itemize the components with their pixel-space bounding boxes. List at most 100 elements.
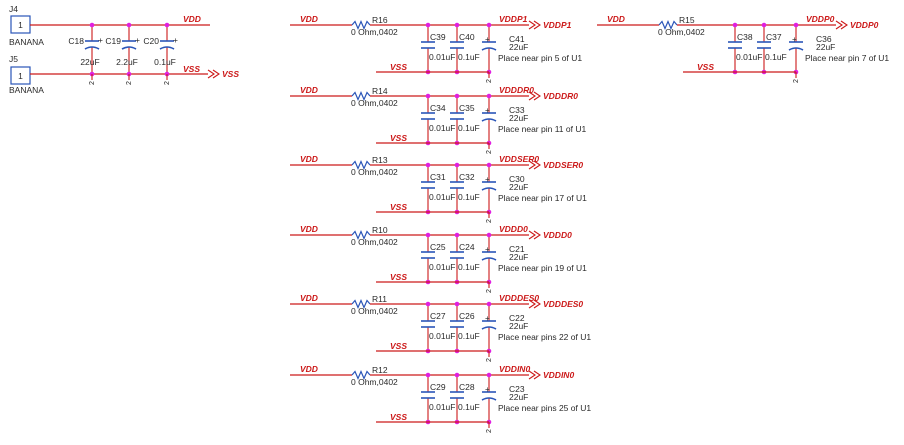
- filter-d0-res-value: 0 Ohm,0402: [351, 237, 398, 247]
- filter-r0-res-value: 0 Ohm,0402: [351, 98, 398, 108]
- filter-ser0-port-label: VDDSER0: [543, 160, 583, 170]
- filter-ser0-port-arrow-icon: [528, 160, 541, 170]
- vss-port-arrow-icon: [207, 69, 220, 79]
- filter-p1-port-label: VDDP1: [543, 20, 572, 30]
- filter-in0-cc-junction-top: [486, 372, 492, 378]
- filter-des0-ca-junction-top: [425, 301, 431, 307]
- filter-r0-cc-junction-top: [486, 93, 492, 99]
- filter-in0-resistor-zigzag-icon: [351, 369, 371, 381]
- filter-r0-net-label: VDDDR0: [499, 85, 534, 95]
- filter-p0-cb-junction-top: [761, 22, 767, 28]
- input-cap-2-junction-top: [164, 22, 170, 28]
- filter-d0-cc-plus-sign: +: [485, 244, 490, 254]
- filter-p1-cb-value: 0.1uF: [458, 52, 480, 62]
- filter-p0-res-ref: R15: [679, 15, 695, 25]
- input-cap-2-plus-sign: +: [173, 35, 178, 45]
- filter-des0-placement-note: Place near pins 22 of U1: [498, 332, 591, 342]
- vss-input-net-label: VSS: [183, 64, 200, 74]
- filter-d0-ca-junction-top: [425, 232, 431, 238]
- input-section: J4 1 BANANA J5 1 BANANA VDD VSS VSS C18+…: [9, 4, 239, 95]
- filter-r0-cc-value: 22uF: [509, 113, 528, 123]
- filter-ser0-res-value: 0 Ohm,0402: [351, 167, 398, 177]
- input-cap-0-plate-curved: [84, 46, 100, 50]
- filter-in0-cb-value: 0.1uF: [458, 402, 480, 412]
- filter-des0-pin2: 2: [486, 358, 493, 362]
- filter-des0-res-ref: R11: [372, 294, 387, 304]
- filter-p1-ca-value: 0.01uF: [429, 52, 455, 62]
- filter-p0-placement-note: Place near pin 7 of U1: [805, 53, 889, 63]
- filter-in0-ca-junction-top: [425, 372, 431, 378]
- filter-ser0-res-ref: R13: [372, 155, 388, 165]
- filter-p0-net-label: VDDP0: [806, 14, 835, 24]
- filter-r0-ca-value: 0.01uF: [429, 123, 455, 133]
- filter-in0-placement-note: Place near pins 25 of U1: [498, 403, 591, 413]
- filter-in0-ca-ref: C29: [430, 382, 446, 392]
- input-cap-2-value: 0.1uF: [154, 57, 176, 67]
- filter-in0-ca-value: 0.01uF: [429, 402, 455, 412]
- filter-p1-resistor-zigzag-icon: [351, 19, 371, 31]
- filter-d0-ca-value: 0.01uF: [429, 262, 455, 272]
- input-cap-1-plus-sign: +: [135, 35, 140, 45]
- filter-r0-ca-ref: C34: [430, 103, 446, 113]
- filter-p1-res-ref: R16: [372, 15, 388, 25]
- filter-des0-ca-value: 0.01uF: [429, 331, 455, 341]
- filter-p0-cc-value: 22uF: [816, 42, 835, 52]
- filter-d0-cc-plate-curved: [481, 257, 497, 261]
- filter-p1-vss-label: VSS: [390, 62, 407, 72]
- filter-ser0-cb-value: 0.1uF: [458, 192, 480, 202]
- filter-r0-res-ref: R14: [372, 86, 388, 96]
- input-cap-0-junction-top: [89, 22, 95, 28]
- filter-p0-ca-value: 0.01uF: [736, 52, 762, 62]
- filter-p1-net-label: VDDP1: [499, 14, 528, 24]
- filter-p1-pin2: 2: [486, 79, 493, 83]
- filter-d0-net-label: VDDD0: [499, 224, 528, 234]
- vss-port-label: VSS: [222, 69, 239, 79]
- filter-des0-net-label: VDDDES0: [499, 293, 539, 303]
- filter-in0-cc-value: 22uF: [509, 392, 528, 402]
- filter-in0-port-label: VDDIN0: [543, 370, 574, 380]
- filter-p0-cc-plate-curved: [788, 47, 804, 51]
- filter-d0-pin2: 2: [486, 289, 493, 293]
- filter-ser0-net-label: VDDSER0: [499, 154, 539, 164]
- filter-p0-ca-ref: C38: [737, 32, 753, 42]
- filter-p0-vin-label: VDD: [607, 14, 625, 24]
- input-cap-0-pin2: 2: [89, 81, 96, 85]
- filter-ser0-cc-plus-sign: +: [485, 174, 490, 184]
- filter-p1-cc-plus-sign: +: [485, 34, 490, 44]
- filter-des0-cc-ref: C22: [509, 313, 525, 323]
- filter-p0-cc-ref: C36: [816, 34, 832, 44]
- filter-des0-resistor-zigzag-icon: [351, 298, 371, 310]
- filter-ser0-cc-plate-curved: [481, 187, 497, 191]
- filter-d0-cb-value: 0.1uF: [458, 262, 480, 272]
- filter-ser0-ca-ref: C31: [430, 172, 446, 182]
- filter-in0-port-arrow-icon: [528, 370, 541, 380]
- filter-d0-port-label: VDDD0: [543, 230, 572, 240]
- filter-ser0-ca-value: 0.01uF: [429, 192, 455, 202]
- filter-r0-vss-label: VSS: [390, 133, 407, 143]
- input-cap-0-value: 22uF: [80, 57, 99, 67]
- filter-p1-cc-value: 22uF: [509, 42, 528, 52]
- filter-des0-cb-junction-top: [454, 301, 460, 307]
- filter-p1-cb-junction-top: [454, 22, 460, 28]
- filter-r0-cb-junction-top: [454, 93, 460, 99]
- filter-in0-pin2: 2: [486, 429, 493, 433]
- filter-in0-cb-junction-top: [454, 372, 460, 378]
- filter-ser0-cb-ref: C32: [459, 172, 475, 182]
- filter-r0-port-label: VDDDR0: [543, 91, 578, 101]
- input-cap-0-plus-sign: +: [98, 35, 103, 45]
- filter-r0-cc-plus-sign: +: [485, 105, 490, 115]
- filter-ser0-pin2: 2: [486, 219, 493, 223]
- input-cap-1-value: 2.2uF: [116, 57, 138, 67]
- filter-des0-vss-label: VSS: [390, 341, 407, 351]
- j5-connector-body: [10, 66, 31, 85]
- filter-ser0-placement-note: Place near pin 17 of U1: [498, 193, 587, 203]
- filter-d0-cc-junction-top: [486, 232, 492, 238]
- filter-p1-vin-label: VDD: [300, 14, 318, 24]
- input-cap-1-pin2: 2: [126, 81, 133, 85]
